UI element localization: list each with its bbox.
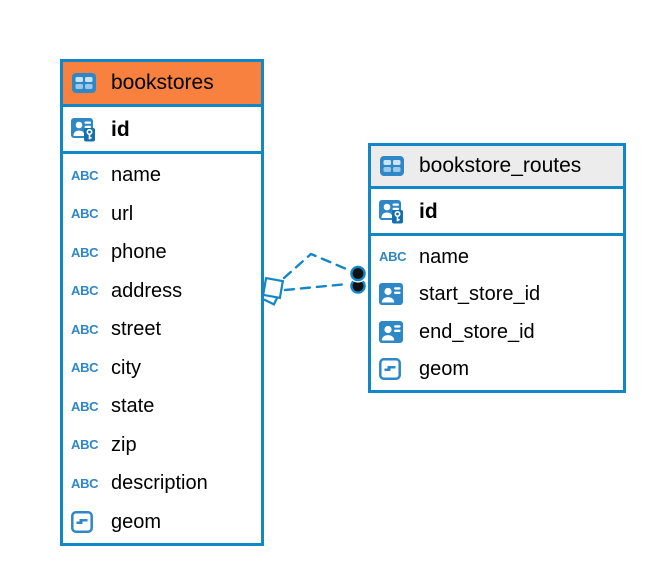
table-header[interactable]: bookstore_routes [371, 146, 623, 189]
field-list: ABC name start_store_id end [371, 236, 623, 390]
abc-icon: ABC [71, 437, 99, 453]
field-label: geom [419, 358, 470, 381]
abc-icon: ABC [379, 249, 407, 265]
endpoint-dot-upper[interactable] [350, 265, 366, 282]
field-row[interactable]: geom [371, 351, 623, 389]
abc-icon: ABC [71, 244, 99, 260]
field-row[interactable]: ABC state [63, 387, 261, 426]
table-title: bookstore_routes [419, 154, 582, 177]
foreign-key-icon [379, 320, 411, 343]
field-row[interactable]: start_store_id [371, 276, 623, 314]
primary-key-icon [71, 117, 103, 142]
primary-key-label: id [111, 117, 130, 141]
field-label: zip [111, 433, 137, 456]
table-header[interactable]: bookstores [63, 62, 261, 107]
field-row[interactable]: ABC url [63, 195, 261, 234]
field-label: description [111, 472, 208, 495]
field-row-primary-key[interactable]: id [371, 189, 623, 236]
abc-icon: ABC [71, 475, 99, 491]
field-row[interactable]: geom [63, 503, 261, 542]
field-label: city [111, 356, 141, 379]
primary-key-label: id [419, 199, 438, 223]
table-icon [71, 72, 103, 94]
table-bookstores[interactable]: bookstores id ABC name [60, 59, 264, 546]
field-row[interactable]: ABC zip [63, 426, 261, 465]
relationship-line-2[interactable] [283, 282, 350, 292]
field-label: state [111, 395, 155, 418]
geometry-icon [379, 358, 411, 381]
geometry-icon [71, 510, 103, 533]
field-label: start_store_id [419, 283, 541, 306]
abc-icon: ABC [71, 167, 99, 183]
field-row[interactable]: ABC name [63, 156, 261, 195]
field-label: address [111, 279, 183, 302]
relationship-line-1[interactable] [282, 252, 353, 280]
abc-icon: ABC [71, 321, 99, 337]
field-row[interactable]: ABC address [63, 272, 261, 311]
field-label: name [111, 164, 162, 187]
field-label: end_store_id [419, 320, 535, 343]
table-icon [379, 155, 411, 177]
table-title: bookstores [111, 71, 214, 94]
abc-icon: ABC [71, 360, 99, 376]
primary-key-icon [379, 199, 411, 224]
field-row[interactable]: ABC description [63, 464, 261, 503]
field-label: street [111, 318, 162, 341]
table-bookstore-routes[interactable]: bookstore_routes id ABC name [368, 143, 626, 393]
endpoint-dot-lower[interactable] [350, 278, 366, 294]
field-label: phone [111, 241, 167, 264]
field-row[interactable]: ABC city [63, 349, 261, 388]
field-row[interactable]: ABC name [371, 238, 623, 276]
abc-icon: ABC [71, 283, 99, 299]
field-list: ABC name ABC url ABC phone ABC [63, 154, 261, 543]
field-row-primary-key[interactable]: id [63, 107, 261, 154]
abc-icon: ABC [71, 206, 99, 222]
abc-icon: ABC [71, 398, 99, 414]
field-row[interactable]: ABC phone [63, 233, 261, 272]
field-row[interactable]: end_store_id [371, 313, 623, 351]
field-label: name [419, 245, 470, 268]
field-label: url [111, 202, 134, 225]
field-row[interactable]: ABC street [63, 310, 261, 349]
field-label: geom [111, 510, 162, 533]
relationship-dashed-lines[interactable] [282, 252, 353, 292]
relationship-endpoint-dots[interactable] [348, 264, 368, 294]
foreign-key-icon [379, 283, 411, 306]
